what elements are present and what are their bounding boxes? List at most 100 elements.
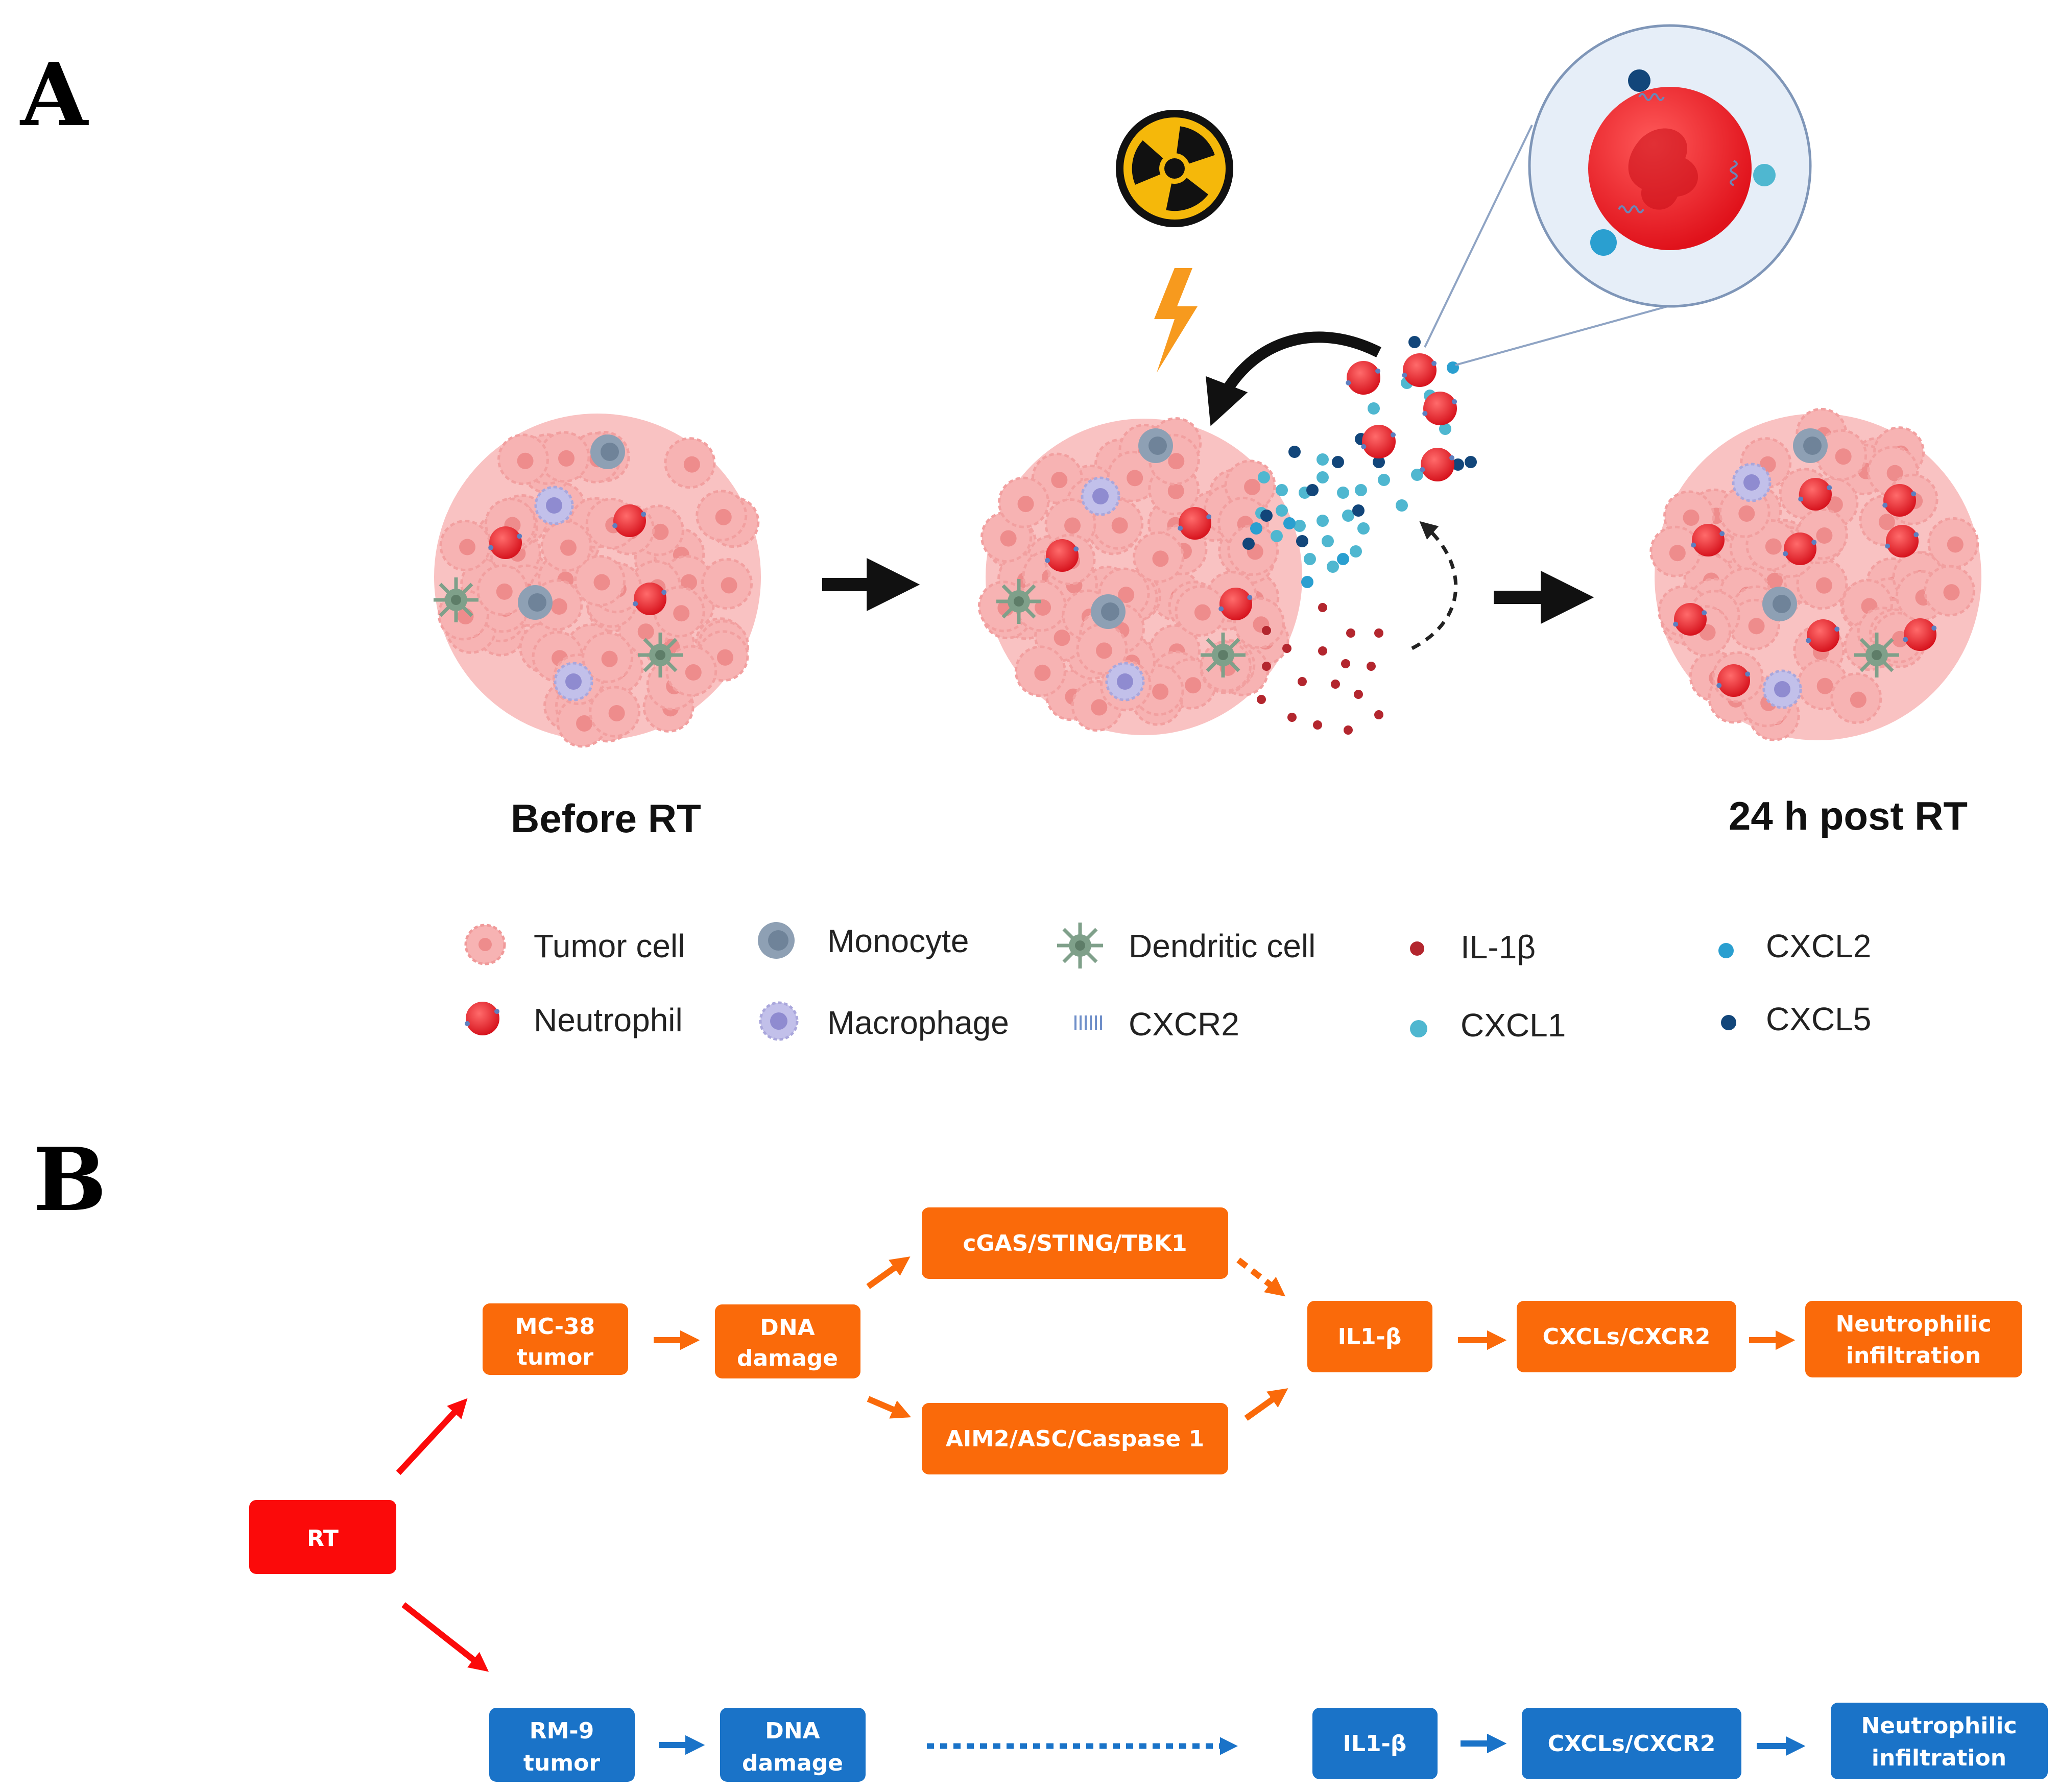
il1b-dot [1262,662,1271,671]
cxcl2-dot [1337,553,1349,565]
tumor-cell-icon [464,924,506,965]
dendritic-cell-icon [434,577,478,622]
cxcl2-dot [1301,576,1313,588]
neutrophil-icon [1783,532,1817,565]
panel-b-letter: B [33,1129,107,1231]
tumor-cell [1927,517,1979,569]
legend-item-cxcl1: CXCL1 [1410,1007,1566,1044]
cxcl1-dot [1355,484,1367,496]
cxcl1-dot [1304,553,1316,565]
cxcl5-dot [1296,535,1308,547]
tumor-cell [1175,585,1227,637]
node-aim2-label: AIM2/ASC/Caspase 1 [946,1426,1204,1452]
neutrophil-icon [1798,478,1832,511]
tumor-cluster-irradiated [977,417,1302,735]
node-il1b-bottom: IL1-β [1312,1708,1438,1779]
neutrophil-icon [1420,448,1455,481]
cxcl5-dot [1260,510,1273,522]
il1b-dot [1331,680,1340,689]
tumor-cell [1830,672,1882,724]
cxcl1-dot [1411,469,1423,481]
panel-a-letter: A [19,44,89,146]
neutrophil-icon [1045,539,1079,572]
macrophage-icon [759,1001,799,1041]
cxcl1-dot [1317,453,1329,466]
dendritic-cell-icon [638,633,683,677]
neutrophil-icon [1673,603,1707,636]
monocyte-icon [590,434,625,469]
cxcl5-dot [1288,446,1301,458]
tumor-cell [582,632,634,684]
neutrophil-icon [1361,425,1396,458]
tumor-cell [701,558,753,610]
il1b-dot-icon [1410,941,1424,956]
arrow-aim2-to-il1b [1244,1388,1288,1421]
node-cgas-sting-tbk1: cGAS/STING/TBK1 [922,1207,1228,1279]
neutrophil-icon [1402,353,1437,387]
node-aim2-asc-caspase1: AIM2/ASC/Caspase 1 [922,1403,1228,1474]
neutrophil-icon [1691,524,1725,556]
node-neutrophilic-infiltration-top: Neutrophilic infiltration [1805,1301,2022,1377]
tumor-cell [540,520,592,572]
node-rt: RT [249,1500,396,1574]
cxcl2-dot-icon [1718,943,1734,958]
tumor-cell [1132,531,1184,583]
tumor-cell [1107,450,1159,502]
legend-label-neutrophil: Neutrophil [534,1002,683,1038]
il1b-dot [1374,628,1383,638]
legend-label-macrophage: Macrophage [827,1004,1009,1041]
cxcl1-dot [1439,423,1451,435]
il1b-dot [1374,710,1383,719]
secretion-dashed-arrow [1411,521,1458,650]
dendritic-cell-icon [1201,633,1246,677]
label-before-rt: Before RT [511,796,701,841]
node-il1b-top: IL1-β [1307,1301,1432,1372]
node-neutro-bottom-line2: infiltration [1872,1745,2006,1771]
legend-label-cxcl5: CXCL5 [1766,1001,1871,1037]
node-rm9-tumor: RM-9 tumor [489,1708,635,1782]
monocyte-icon [1793,428,1828,463]
macrophage-icon [1762,669,1802,709]
neutrophil-icon [1218,588,1253,620]
il1b-dot [1367,662,1376,671]
cxcl5-dot [1373,456,1385,468]
legend-label-monocyte: Monocyte [827,923,969,959]
node-dna-bottom-line1: DNA [765,1718,820,1744]
node-mc38-line1: MC-38 [515,1314,595,1340]
il1b-dot [1318,646,1327,656]
tumor-cell [573,555,626,607]
legend-label-tumor-cell: Tumor cell [534,928,685,964]
monocyte-icon [1091,594,1126,629]
node-neutrophilic-infiltration-bottom: Neutrophilic infiltration [1831,1703,2048,1779]
cxcl1-dot [1322,535,1334,547]
tumor-cell [664,437,716,489]
legend-item-macrophage: Macrophage [759,1001,1009,1041]
legend-item-neutrophil: Neutrophil [465,1002,683,1038]
il1b-dot [1354,690,1363,699]
node-il1b-bottom-label: IL1-β [1343,1731,1407,1757]
cxcl5-dot [1242,538,1255,550]
legend-label-cxcl2: CXCL2 [1766,928,1871,964]
legend-item-dendritic-cell: Dendritic cell [1057,923,1315,968]
tumor-cell [998,476,1050,528]
label-24h-post-rt: 24 h post RT [1729,793,1968,838]
il1b-dot [1262,626,1271,635]
il1b-dot [1257,695,1266,704]
tumor-cluster-24h-post-rt [1649,407,1981,741]
cytokine-cloud [1242,336,1477,735]
neutrophil-icon [488,526,522,559]
node-dna-top-line2: damage [737,1345,838,1371]
macrophage-icon [554,662,593,701]
tumor-cell [696,490,748,542]
node-cxcls-cxcr2-top: CXCLs/CXCR2 [1517,1301,1736,1372]
radiation-icon [1116,110,1233,227]
legend-label-cxcr2: CXCR2 [1129,1006,1239,1043]
legend-label-dendritic-cell: Dendritic cell [1129,928,1315,964]
node-neutro-bottom-line1: Neutrophilic [1861,1713,2017,1739]
macrophage-icon [1732,463,1772,502]
node-cgas-label: cGAS/STING/TBK1 [963,1230,1187,1256]
cxcl1-dot [1342,510,1354,522]
legend-item-il1b: IL-1β [1410,929,1536,965]
dendritic-cell-icon [1854,633,1899,677]
